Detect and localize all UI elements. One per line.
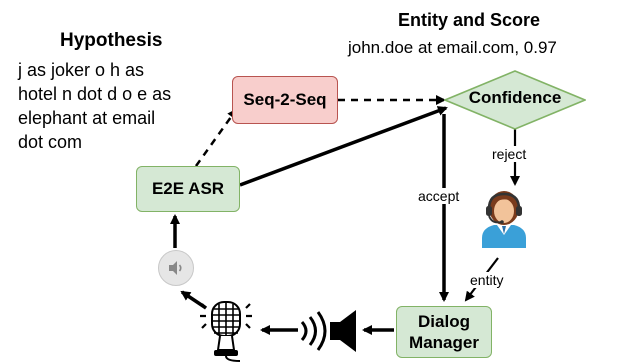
hypothesis-title: Hypothesis [60, 30, 163, 51]
edge-label-reject: reject [492, 146, 527, 162]
entity-score-title: Entity and Score [398, 10, 541, 30]
dialog-manager-label-line2: Manager [409, 333, 479, 352]
entity-score-value: john.doe at email.com, 0.97 [348, 38, 557, 57]
microphone-icon [200, 301, 252, 362]
edge-label-entity: entity [470, 272, 504, 288]
seq2seq-label: Seq-2-Seq [243, 90, 327, 109]
edge-asr-to-confidence [239, 106, 448, 187]
dialog-manager-label-line1: Dialog [418, 312, 470, 331]
hypothesis-line: j as joker o h as [18, 60, 145, 80]
edge-label-accept: accept [418, 188, 460, 204]
hypothesis-text: j as joker o h as hotel n dot d o e as e… [18, 58, 218, 154]
edge-asr-to-seq2seq [194, 108, 238, 167]
speaker-icon [169, 261, 182, 275]
hypothesis-line: dot com [18, 132, 83, 152]
loudspeaker-icon [300, 310, 356, 352]
e2e-asr-node: E2E ASR [136, 166, 240, 212]
dialog-manager-node: Dialog Manager [396, 306, 492, 358]
e2e-asr-label: E2E ASR [151, 179, 225, 198]
hypothesis-line: hotel n dot d o e as [18, 84, 172, 104]
confidence-label: Confidence [468, 88, 562, 107]
confidence-node [444, 70, 586, 130]
hypothesis-line: elephant at email [18, 108, 156, 128]
customer-agent-icon [482, 191, 526, 248]
seq2seq-node: Seq-2-Seq [232, 76, 338, 124]
speaker-badge [158, 250, 194, 286]
